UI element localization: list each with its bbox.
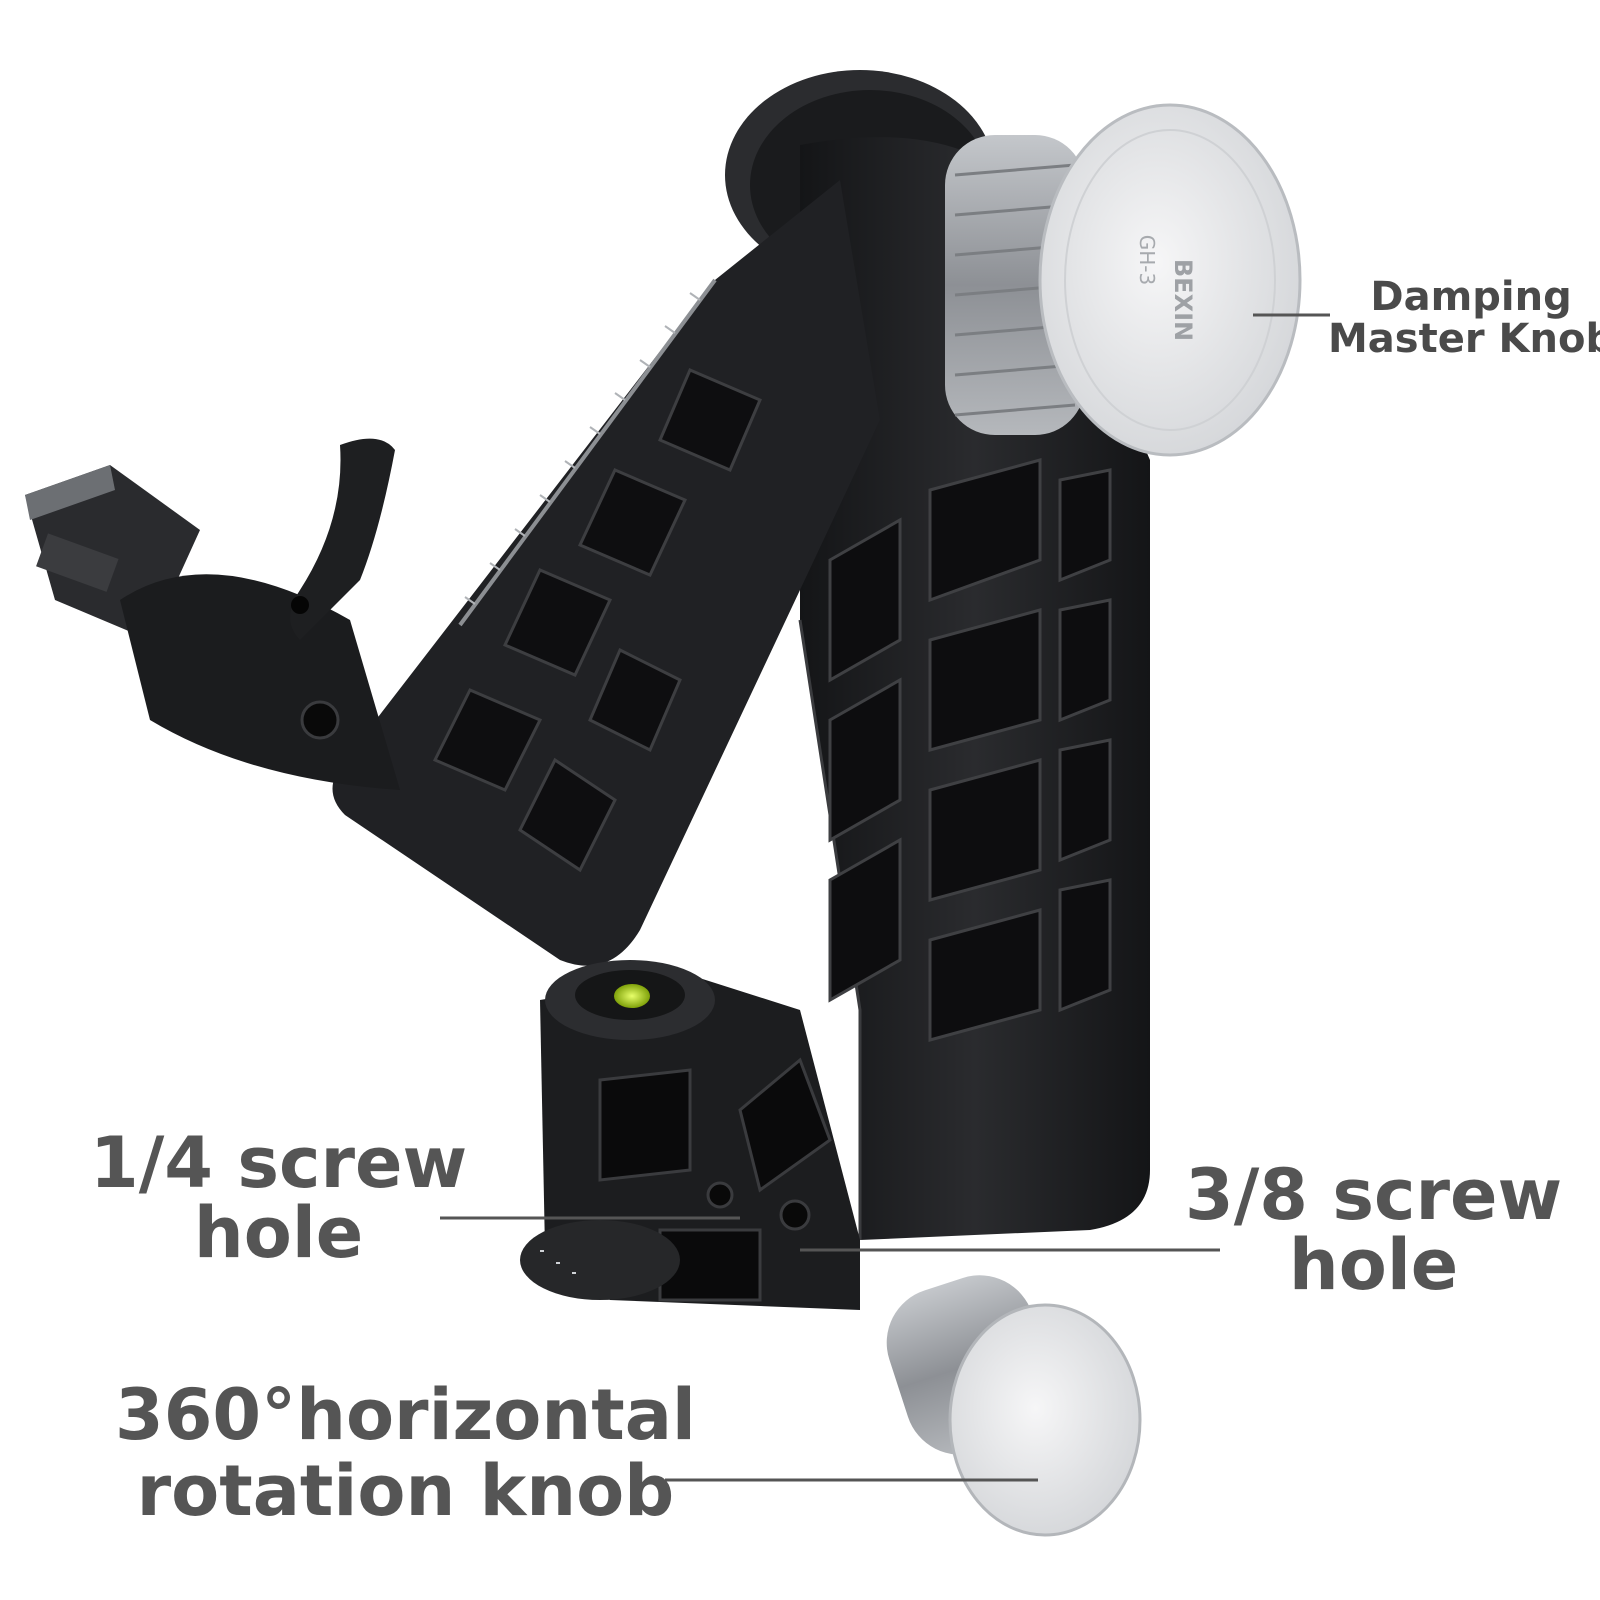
leader-lines bbox=[440, 313, 1330, 1482]
rotation-callout-line2: rotation knob bbox=[136, 1449, 675, 1532]
quarter-screw-callout: 1/4 screw hole bbox=[90, 1128, 467, 1268]
base-block bbox=[520, 960, 860, 1310]
angle-scale bbox=[464, 292, 701, 605]
three8-callout-line2: hole bbox=[1288, 1224, 1459, 1306]
base-cutouts bbox=[598, 1057, 832, 1302]
damping-knob-callout: Damping Master Knob bbox=[1328, 276, 1600, 360]
damping-master-knob: BEXIN GH-3 bbox=[945, 103, 1302, 457]
damping-callout-line2: Master Knob bbox=[1328, 316, 1600, 362]
quarter-callout-line2: hole bbox=[193, 1192, 364, 1274]
rotation-scale-ring bbox=[520, 1220, 680, 1300]
brand-mark: BEXIN bbox=[1169, 259, 1197, 341]
three8-screw-callout: 3/8 screw hole bbox=[1185, 1160, 1562, 1300]
clamp-lever bbox=[290, 438, 395, 640]
vertical-arm-cutouts bbox=[828, 458, 1112, 1042]
rotation-knob-callout: 360°horizontal rotation knob bbox=[115, 1374, 696, 1532]
model-mark: GH-3 bbox=[1135, 235, 1159, 285]
damping-callout-line1: Damping bbox=[1370, 274, 1572, 320]
diagonal-swing-arm bbox=[332, 180, 880, 966]
horizontal-rotation-knob bbox=[886, 1275, 1142, 1537]
quarter-inch-screw-hole bbox=[706, 1181, 734, 1209]
camera-clamp bbox=[25, 465, 400, 790]
three-eighths-screw-hole bbox=[779, 1199, 811, 1231]
bubble-level bbox=[614, 984, 650, 1008]
three8-callout-line1: 3/8 screw bbox=[1185, 1154, 1563, 1236]
swing-arm-cutouts bbox=[432, 368, 762, 873]
rotation-callout-line1: 360°horizontal bbox=[115, 1374, 696, 1456]
quarter-callout-line1: 1/4 screw bbox=[90, 1122, 468, 1204]
